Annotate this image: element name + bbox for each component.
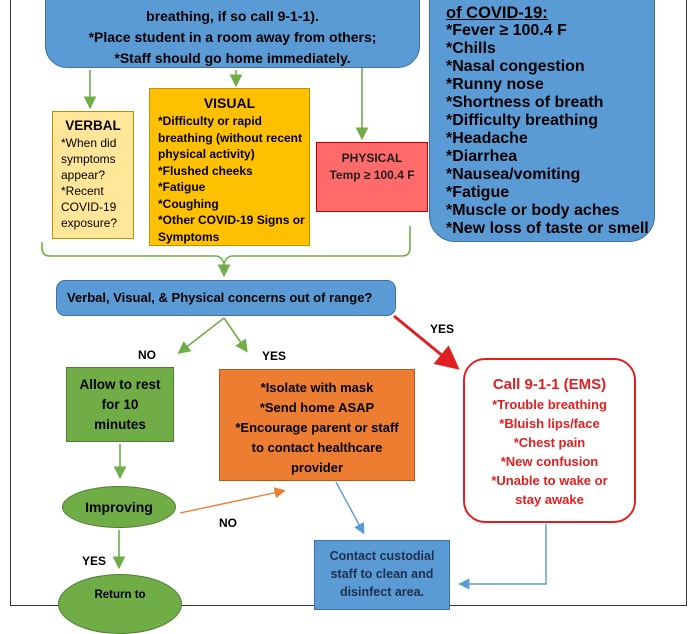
question-text: Verbal, Visual, & Physical concerns out … <box>67 290 373 305</box>
verbal-box: VERBAL *When did symptoms appear? *Recen… <box>52 111 134 239</box>
return-text: Return to <box>94 589 146 601</box>
custodial-box: Contact custodial staff to clean and dis… <box>314 540 450 610</box>
symptom-item: *New loss of taste or smell <box>446 220 649 237</box>
verbal-line: exposure? <box>61 216 118 230</box>
ems-line: stay awake <box>515 492 584 507</box>
arrow-ems-to-custodial <box>458 524 547 590</box>
isolate-line: to contact healthcare <box>251 440 383 455</box>
top-instruction-box: breathing, if so call 9-1-1). *Place stu… <box>45 0 420 68</box>
symptom-item: *Muscle or body aches <box>446 202 620 219</box>
rest-line: minutes <box>94 417 146 432</box>
physical-line: Temp ≥ 100.4 F <box>329 168 415 182</box>
label-yes: YES <box>262 349 287 363</box>
arrow-improving-no <box>179 487 286 514</box>
symptom-item: *Nausea/vomiting <box>446 166 581 183</box>
rest-box: Allow to rest for 10 minutes <box>66 367 174 442</box>
rest-line: for 10 <box>101 397 139 412</box>
custodial-line: staff to clean and <box>330 567 434 581</box>
custodial-line: disinfect area. <box>339 585 425 599</box>
symptoms-heading: of COVID-19: <box>446 4 548 22</box>
isolate-line: *Encourage parent or staff <box>235 420 399 435</box>
verbal-line: symptoms <box>61 152 116 166</box>
visual-box: VISUAL *Difficulty or rapid breathing (w… <box>149 88 310 246</box>
ems-line: *Unable to wake or <box>491 473 608 488</box>
top-line: breathing, if so call 9-1-1). <box>146 8 319 24</box>
ems-box: Call 9-1-1 (EMS) *Trouble breathing *Blu… <box>463 358 636 523</box>
visual-line: *Coughing <box>158 196 219 211</box>
symptom-item: *Runny nose <box>446 76 544 93</box>
ems-line: *Bluish lips/face <box>499 416 600 431</box>
flow-arrows <box>41 62 547 590</box>
arrow-to-custodial <box>335 481 365 535</box>
visual-line: *Other COVID-19 Signs or <box>158 213 305 227</box>
improving-oval: Improving <box>62 486 176 528</box>
symptom-item: *Nasal congestion <box>446 58 585 75</box>
symptom-item: *Fever ≥ 100.4 F <box>446 22 567 39</box>
custodial-line: Contact custodial <box>329 549 435 563</box>
symptom-item: *Shortness of breath <box>446 94 604 111</box>
verbal-line: COVID-19 <box>61 200 117 214</box>
arrow-to-ems <box>393 314 460 370</box>
ems-line: *Trouble breathing <box>492 397 607 412</box>
top-line: *Place student in a room away from other… <box>88 29 377 45</box>
label-yes-ems: YES <box>430 322 455 336</box>
ems-line: *Chest pain <box>513 435 586 450</box>
rest-line: Allow to rest <box>79 377 161 392</box>
symptom-item: *Difficulty breathing <box>446 112 599 129</box>
label-yes-return: YES <box>82 554 107 568</box>
isolate-line: *Send home ASAP <box>259 400 375 415</box>
visual-title: VISUAL <box>203 95 256 111</box>
verbal-line: *Recent <box>61 184 104 198</box>
top-line: *Staff should go home immediately. <box>114 50 351 66</box>
symptom-item: *Headache <box>446 130 528 147</box>
ems-line: *New confusion <box>500 454 599 469</box>
visual-line: physical activity) <box>158 147 255 161</box>
verbal-title: VERBAL <box>65 118 121 133</box>
isolate-box: *Isolate with mask *Send home ASAP *Enco… <box>219 369 415 481</box>
label-no: NO <box>138 348 156 362</box>
visual-line: *Difficulty or rapid <box>158 114 263 128</box>
visual-line: breathing (without recent <box>158 130 302 145</box>
symptom-item: *Fatigue <box>446 184 510 201</box>
covid-symptoms-box: of COVID-19: *Fever ≥ 100.4 F *Chills *N… <box>429 0 655 242</box>
physical-title: PHYSICAL <box>341 151 403 165</box>
label-no-improving: NO <box>219 516 237 530</box>
verbal-line: *When did <box>61 136 117 150</box>
return-oval: Return to <box>58 574 182 634</box>
isolate-line: *Isolate with mask <box>260 380 374 395</box>
arrow-yes <box>223 317 248 353</box>
symptom-item: *Chills <box>446 40 496 57</box>
ems-title: Call 9-1-1 (EMS) <box>492 376 607 393</box>
improving-text: Improving <box>85 499 153 515</box>
arrow-no <box>177 317 225 354</box>
isolate-line: provider <box>290 460 343 475</box>
question-box: Verbal, Visual, & Physical concerns out … <box>56 280 396 316</box>
visual-line: Symptoms <box>158 229 220 244</box>
verbal-line: appear? <box>61 168 106 182</box>
visual-line: *Fatigue <box>158 180 206 194</box>
symptom-item: *Diarrhea <box>446 148 518 165</box>
physical-box: PHYSICAL Temp ≥ 100.4 F <box>316 142 428 212</box>
visual-line: *Flushed cheeks <box>158 163 253 178</box>
